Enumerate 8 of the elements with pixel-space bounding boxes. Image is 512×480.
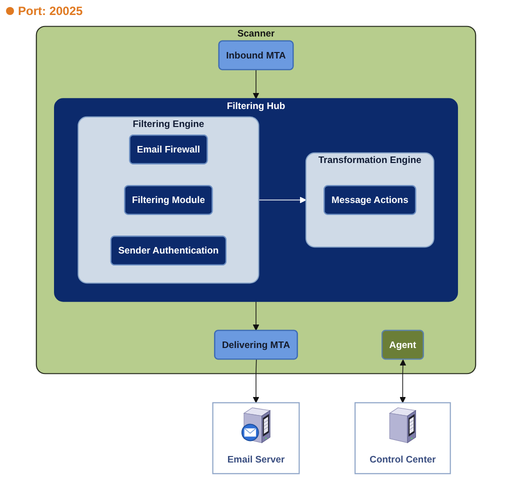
- node-box: Email Server: [212, 402, 300, 474]
- node-box: Control Center: [354, 402, 451, 474]
- arrow: [252, 359, 260, 404]
- arrow: [258, 196, 306, 204]
- arrow: [252, 300, 260, 331]
- arrow: [400, 359, 406, 404]
- arrow: [252, 69, 260, 100]
- port-label: Port: 20025: [18, 4, 83, 18]
